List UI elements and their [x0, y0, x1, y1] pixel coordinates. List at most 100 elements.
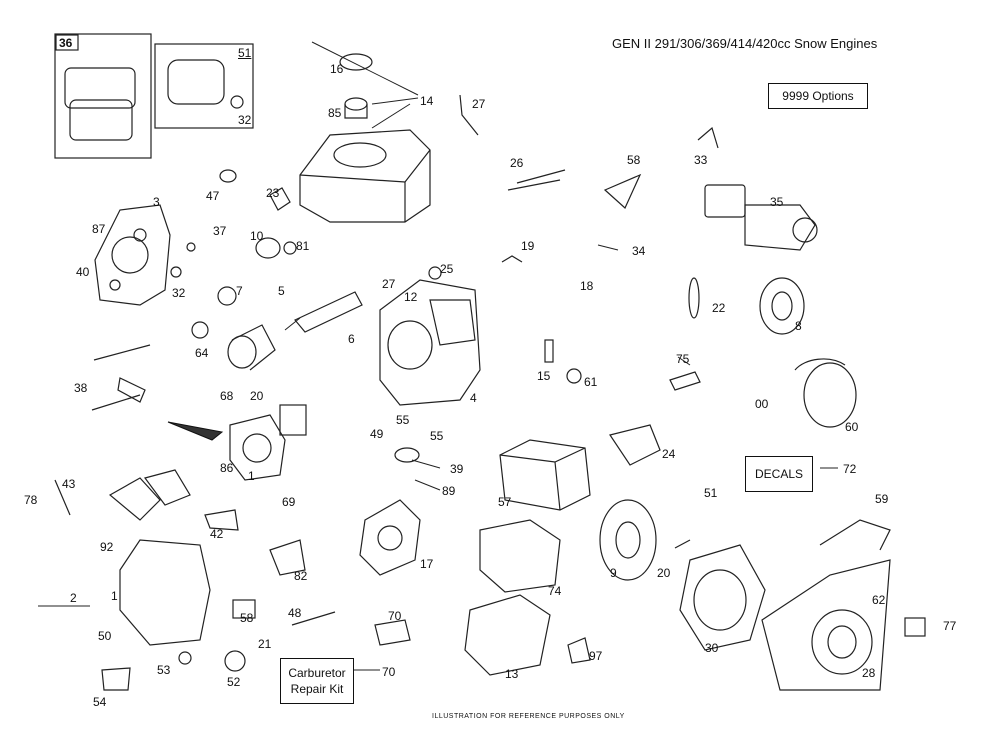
callout[interactable]: 20: [250, 389, 264, 403]
callout[interactable]: 8: [795, 319, 802, 333]
callout[interactable]: 42: [210, 527, 224, 541]
callout[interactable]: 5: [278, 284, 285, 298]
callout[interactable]: 92: [100, 540, 114, 554]
callout[interactable]: 3: [153, 195, 160, 209]
callout[interactable]: 55: [396, 413, 410, 427]
callout[interactable]: 49: [370, 427, 384, 441]
callout[interactable]: 18: [580, 279, 594, 293]
inset-box-left: [54, 33, 152, 159]
carburetor-repair-kit-box[interactable]: Carburetor Repair Kit: [280, 658, 354, 704]
options-box[interactable]: 9999 Options: [768, 83, 868, 109]
callout[interactable]: 69: [282, 495, 296, 509]
callout[interactable]: 57: [498, 495, 512, 509]
callout[interactable]: 40: [76, 265, 90, 279]
callout[interactable]: 27: [382, 277, 396, 291]
callout[interactable]: 64: [195, 346, 209, 360]
engine-block: [379, 279, 481, 406]
callout[interactable]: 53: [157, 663, 171, 677]
callout[interactable]: 35: [770, 195, 784, 209]
carb-kit-line1: Carburetor: [288, 666, 346, 680]
oil-pan-assembly: [464, 519, 561, 676]
callout[interactable]: 61: [584, 375, 598, 389]
callout[interactable]: 72: [843, 462, 857, 476]
callout[interactable]: 58: [240, 611, 254, 625]
callout[interactable]: 50: [98, 629, 112, 643]
leader-lines: [284, 41, 838, 671]
footer-disclaimer: ILLUSTRATION FOR REFERENCE PURPOSES ONLY: [432, 713, 625, 720]
callout[interactable]: 6: [348, 332, 355, 346]
callout[interactable]: 16: [330, 62, 344, 76]
small-hardware: [54, 94, 926, 691]
callout[interactable]: 24: [662, 447, 676, 461]
carburetor: [359, 447, 421, 576]
callout[interactable]: 97: [589, 649, 603, 663]
options-label: 9999 Options: [782, 89, 854, 103]
decals-box[interactable]: DECALS: [745, 456, 813, 492]
callout[interactable]: 70: [382, 665, 396, 679]
callout[interactable]: 22: [712, 301, 726, 315]
callout[interactable]: 15: [537, 369, 551, 383]
callout[interactable]: 74: [548, 584, 562, 598]
callout[interactable]: 17: [420, 557, 434, 571]
crankcase-cover: [94, 204, 171, 306]
callout[interactable]: 43: [62, 477, 76, 491]
callout[interactable]: 81: [296, 239, 310, 253]
callout[interactable]: 39: [450, 462, 464, 476]
muffler: [499, 439, 591, 511]
callout[interactable]: 1: [248, 469, 255, 483]
callout[interactable]: 10: [250, 229, 264, 243]
callout[interactable]: 14: [420, 94, 434, 108]
callout[interactable]: 26: [510, 156, 524, 170]
inset-label-right: 51: [238, 46, 252, 60]
callout[interactable]: 20: [657, 566, 671, 580]
callout[interactable]: 47: [206, 189, 220, 203]
callout[interactable]: 25: [440, 262, 454, 276]
callout[interactable]: 86: [220, 461, 234, 475]
lower-shroud: [108, 469, 239, 646]
callout[interactable]: 12: [404, 290, 418, 304]
callout[interactable]: 19: [521, 239, 535, 253]
callout[interactable]: 37: [213, 224, 227, 238]
callout[interactable]: 4: [470, 391, 477, 405]
callout[interactable]: 27: [472, 97, 486, 111]
callout[interactable]: 9: [610, 566, 617, 580]
callout[interactable]: 30: [705, 641, 719, 655]
callout[interactable]: 77: [943, 619, 957, 633]
callout[interactable]: 87: [92, 222, 106, 236]
rewind-starter: [761, 519, 891, 691]
callout[interactable]: 52: [227, 675, 241, 689]
callout[interactable]: 38: [74, 381, 88, 395]
inset-gasket-drawings: [64, 59, 244, 141]
callout[interactable]: 85: [328, 106, 342, 120]
callout[interactable]: 60: [845, 420, 859, 434]
callout[interactable]: 00: [755, 397, 769, 411]
callout[interactable]: 68: [220, 389, 234, 403]
callout[interactable]: 1: [111, 589, 118, 603]
callout[interactable]: 23: [266, 186, 280, 200]
callout[interactable]: 55: [430, 429, 444, 443]
callout[interactable]: 32: [238, 113, 252, 127]
callout[interactable]: 78: [24, 493, 38, 507]
callout[interactable]: 89: [442, 484, 456, 498]
callout[interactable]: 51: [704, 486, 718, 500]
callout[interactable]: 2: [70, 591, 77, 605]
callout[interactable]: 13: [505, 667, 519, 681]
callout[interactable]: 48: [288, 606, 302, 620]
callout[interactable]: 62: [872, 593, 886, 607]
callout[interactable]: 33: [694, 153, 708, 167]
callout[interactable]: 82: [294, 569, 308, 583]
callout[interactable]: 58: [627, 153, 641, 167]
callout[interactable]: 28: [862, 666, 876, 680]
callout[interactable]: 7: [236, 284, 243, 298]
callout[interactable]: 75: [676, 352, 690, 366]
callout[interactable]: 59: [875, 492, 889, 506]
callout[interactable]: 70: [388, 609, 402, 623]
carb-kit-line2: Repair Kit: [290, 682, 344, 696]
callout[interactable]: 34: [632, 244, 646, 258]
callout[interactable]: 54: [93, 695, 107, 709]
callout[interactable]: 32: [172, 286, 186, 300]
electric-starter: [704, 184, 818, 251]
callout[interactable]: 21: [258, 637, 272, 651]
arrow-pointer: [167, 421, 224, 441]
